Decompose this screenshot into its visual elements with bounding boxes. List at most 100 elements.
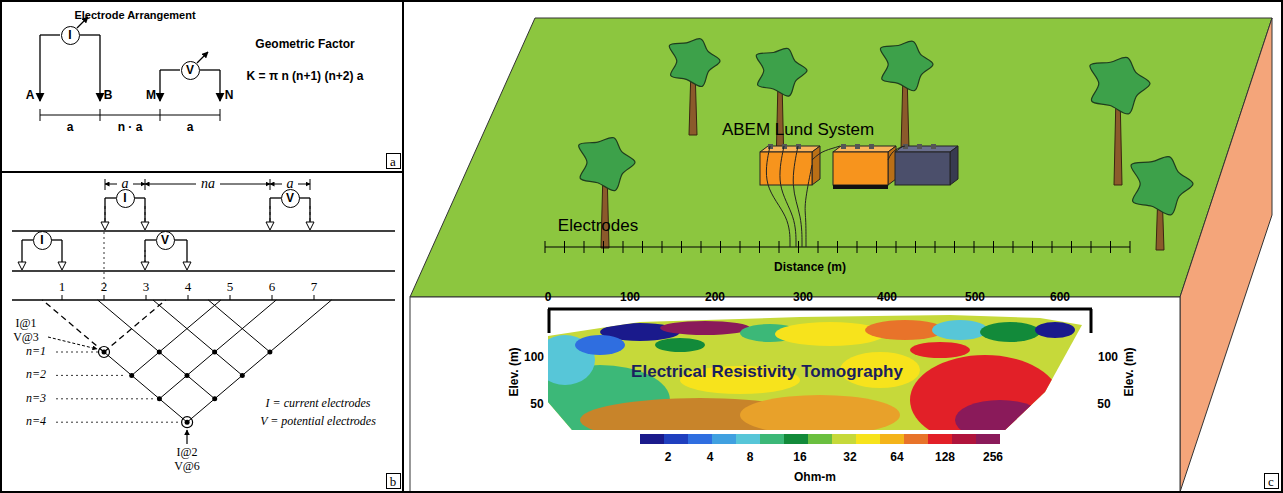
electrode-tick — [1091, 241, 1092, 253]
text-label: Distance (m) — [774, 261, 846, 274]
text-label: 500 — [965, 291, 985, 304]
electrode-tick — [662, 241, 663, 253]
text-label: 8 — [747, 451, 754, 464]
meter-letter: V — [186, 64, 194, 76]
electrode-tick — [837, 241, 838, 253]
datum-point — [185, 373, 190, 378]
text-label: 128 — [935, 451, 955, 464]
text-label: 16 — [793, 451, 806, 464]
dimension-line — [40, 115, 220, 116]
electrode-tick — [759, 241, 760, 253]
text-label: n=4 — [26, 416, 46, 429]
colorbar-cell — [976, 434, 1000, 444]
electrode — [306, 222, 314, 230]
electrode — [219, 70, 220, 101]
ground-line — [12, 299, 395, 301]
text-label: 6 — [269, 280, 276, 294]
electrode-tick — [798, 241, 799, 253]
meter-symbol: I — [61, 26, 80, 45]
block-side — [1180, 18, 1272, 492]
guide-line — [145, 206, 146, 222]
leader-line — [56, 352, 98, 353]
instrument-box — [833, 144, 896, 185]
tree-crown — [880, 41, 933, 91]
leader-line — [56, 422, 181, 423]
electrode — [159, 70, 160, 101]
electrode — [58, 262, 66, 270]
text-label: n=3 — [26, 392, 46, 405]
electrode-tick — [1032, 241, 1033, 253]
meter-symbol: V — [156, 231, 175, 250]
text-label: 300 — [793, 291, 813, 304]
colorbar-cell — [928, 434, 952, 444]
resistivity-zone — [660, 321, 750, 335]
datum-point — [129, 373, 134, 378]
meter-arrow — [197, 52, 208, 63]
electrode-tick — [701, 241, 702, 253]
datum-point — [267, 350, 272, 355]
text-label: Electrodes — [558, 217, 638, 236]
leader-line — [56, 375, 126, 376]
text-label: na — [201, 176, 215, 191]
meter-letter: V — [286, 192, 294, 204]
terminal — [869, 144, 874, 149]
grid-line — [187, 352, 215, 375]
colorbar-cell — [832, 434, 856, 444]
wire — [174, 239, 187, 240]
leader-line — [186, 430, 187, 444]
resistivity-zone — [932, 320, 988, 340]
grid-line — [215, 300, 277, 352]
datum-point — [212, 396, 217, 401]
guide-line — [270, 206, 271, 222]
axis-title: Elev. (m) — [508, 347, 521, 396]
wire — [160, 69, 180, 70]
terminal — [931, 144, 936, 149]
colorbar-cell — [712, 434, 736, 444]
electrode — [266, 222, 274, 230]
box-front — [833, 152, 888, 185]
guide-line — [310, 206, 311, 222]
datum-point — [102, 350, 107, 355]
terminal — [768, 144, 773, 149]
wire — [40, 34, 60, 35]
dimension-line — [145, 184, 196, 185]
resistivity-section — [530, 300, 1100, 445]
grid-line — [132, 352, 160, 375]
tree — [1131, 156, 1193, 250]
wire — [270, 197, 281, 198]
wire — [22, 239, 33, 240]
grid-line — [42, 300, 104, 352]
datum-ring — [99, 347, 110, 358]
electrode-tick — [1013, 241, 1014, 253]
resistivity-zone — [655, 338, 705, 352]
resistivity-zone — [740, 395, 900, 435]
meter-symbol: I — [33, 231, 52, 250]
text-label: Geometric Factor — [255, 38, 354, 51]
block-front — [410, 297, 1180, 492]
text-label: I@1 — [15, 317, 36, 330]
electrode-tick — [857, 241, 858, 253]
wire — [134, 197, 145, 198]
electrode-tick — [720, 241, 721, 253]
text-label: 50 — [530, 398, 543, 411]
wire — [105, 197, 116, 198]
text-label: a — [67, 121, 74, 134]
grid-line — [159, 300, 221, 352]
panel-letter: c — [1264, 473, 1279, 489]
colorbar-cell — [784, 434, 808, 444]
text-label: B — [104, 89, 113, 102]
electrode — [18, 262, 26, 270]
electrode-tick — [935, 241, 936, 253]
text-label: Electrical Resistivity Tomography — [631, 363, 903, 382]
grid-line — [98, 300, 160, 352]
wire — [144, 198, 145, 222]
axis-title: Elev. (m) — [1123, 347, 1136, 396]
electrode-tick — [1052, 241, 1053, 253]
electrode-tick — [681, 241, 682, 253]
wire — [21, 240, 22, 262]
wire — [104, 198, 105, 222]
text-label: 4 — [185, 280, 192, 294]
grid-line — [215, 375, 243, 398]
colorbar-cell — [640, 434, 664, 444]
electrode-tick — [314, 295, 315, 300]
